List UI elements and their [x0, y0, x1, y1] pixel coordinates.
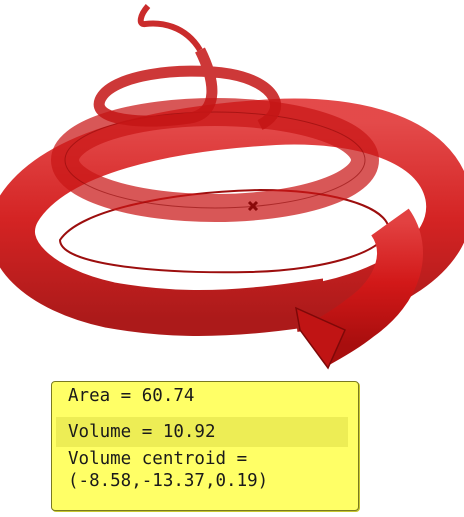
measurement-info-panel: Area = 60.74 Volume = 10.92 Volume centr…	[51, 381, 359, 511]
helix-solid[interactable]	[0, 4, 464, 370]
helix-cut-end	[295, 306, 346, 370]
helix-coil-upper	[93, 47, 282, 130]
centroid-label: Volume centroid =	[68, 449, 248, 469]
helix-coil-outer-back	[0, 98, 464, 336]
centroid-value: (-8.58,-13.37,0.19)	[68, 471, 269, 491]
area-value: Area = 60.74	[68, 386, 195, 406]
helix-coil-middle-edge	[64, 111, 366, 209]
helix-coil-top	[137, 4, 203, 52]
volume-centroid: Volume centroid = (-8.58,-13.37,0.19)	[56, 448, 348, 492]
volume-value: Volume = 10.92	[56, 417, 348, 447]
x-marker-icon	[247, 200, 259, 212]
